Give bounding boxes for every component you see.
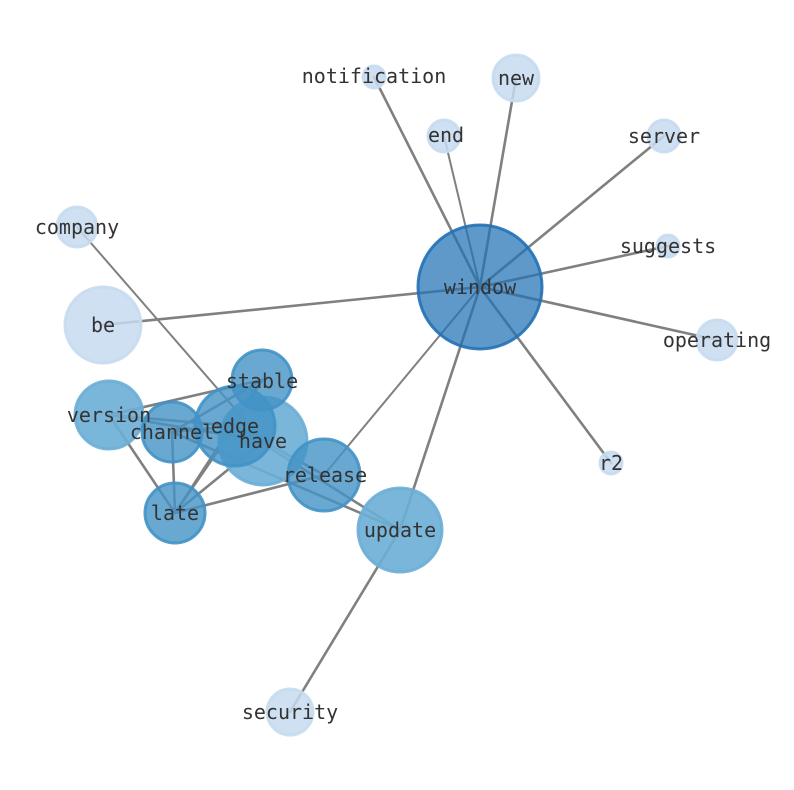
node-label-version: version [67, 403, 151, 427]
node-r2 [598, 450, 624, 476]
node-label-notification: notification [302, 64, 447, 88]
node-company [55, 205, 99, 249]
node-label-window: window [444, 275, 517, 299]
node-label-new: new [498, 66, 535, 90]
node-label-company: company [35, 215, 119, 239]
node-label-update: update [364, 518, 436, 542]
node-label-security: security [242, 700, 338, 724]
edge-layer [76, 75, 719, 714]
node-window [416, 223, 544, 351]
node-operating [695, 318, 739, 362]
node-release [286, 437, 362, 513]
node-label-be: be [91, 313, 115, 337]
node-label-suggests: suggests [620, 234, 716, 258]
node-stable [230, 348, 294, 412]
node-label-end: end [428, 123, 464, 147]
node-security [265, 687, 315, 737]
node-label-channel: channel [130, 420, 214, 444]
node-label-have: have [239, 429, 287, 453]
node-end [426, 118, 462, 154]
node-be [63, 285, 143, 365]
node-label-server: server [628, 124, 700, 148]
node-channel [140, 400, 204, 464]
node-server [646, 118, 682, 154]
node-label-stable: stable [226, 369, 298, 393]
node-suggests [655, 233, 681, 259]
node-notification [361, 64, 387, 90]
node-layer [55, 53, 739, 737]
node-new [491, 53, 541, 103]
node-late [143, 481, 207, 545]
node-label-release: release [283, 463, 367, 487]
node-label-operating: operating [663, 328, 771, 352]
node-label-edge: edge [211, 414, 259, 438]
node-label-r2: r2 [599, 451, 623, 475]
node-label-late: late [151, 501, 199, 525]
label-layer: window notification new end server company sug… [35, 64, 771, 724]
node-version [73, 379, 145, 451]
node-update [356, 486, 444, 574]
